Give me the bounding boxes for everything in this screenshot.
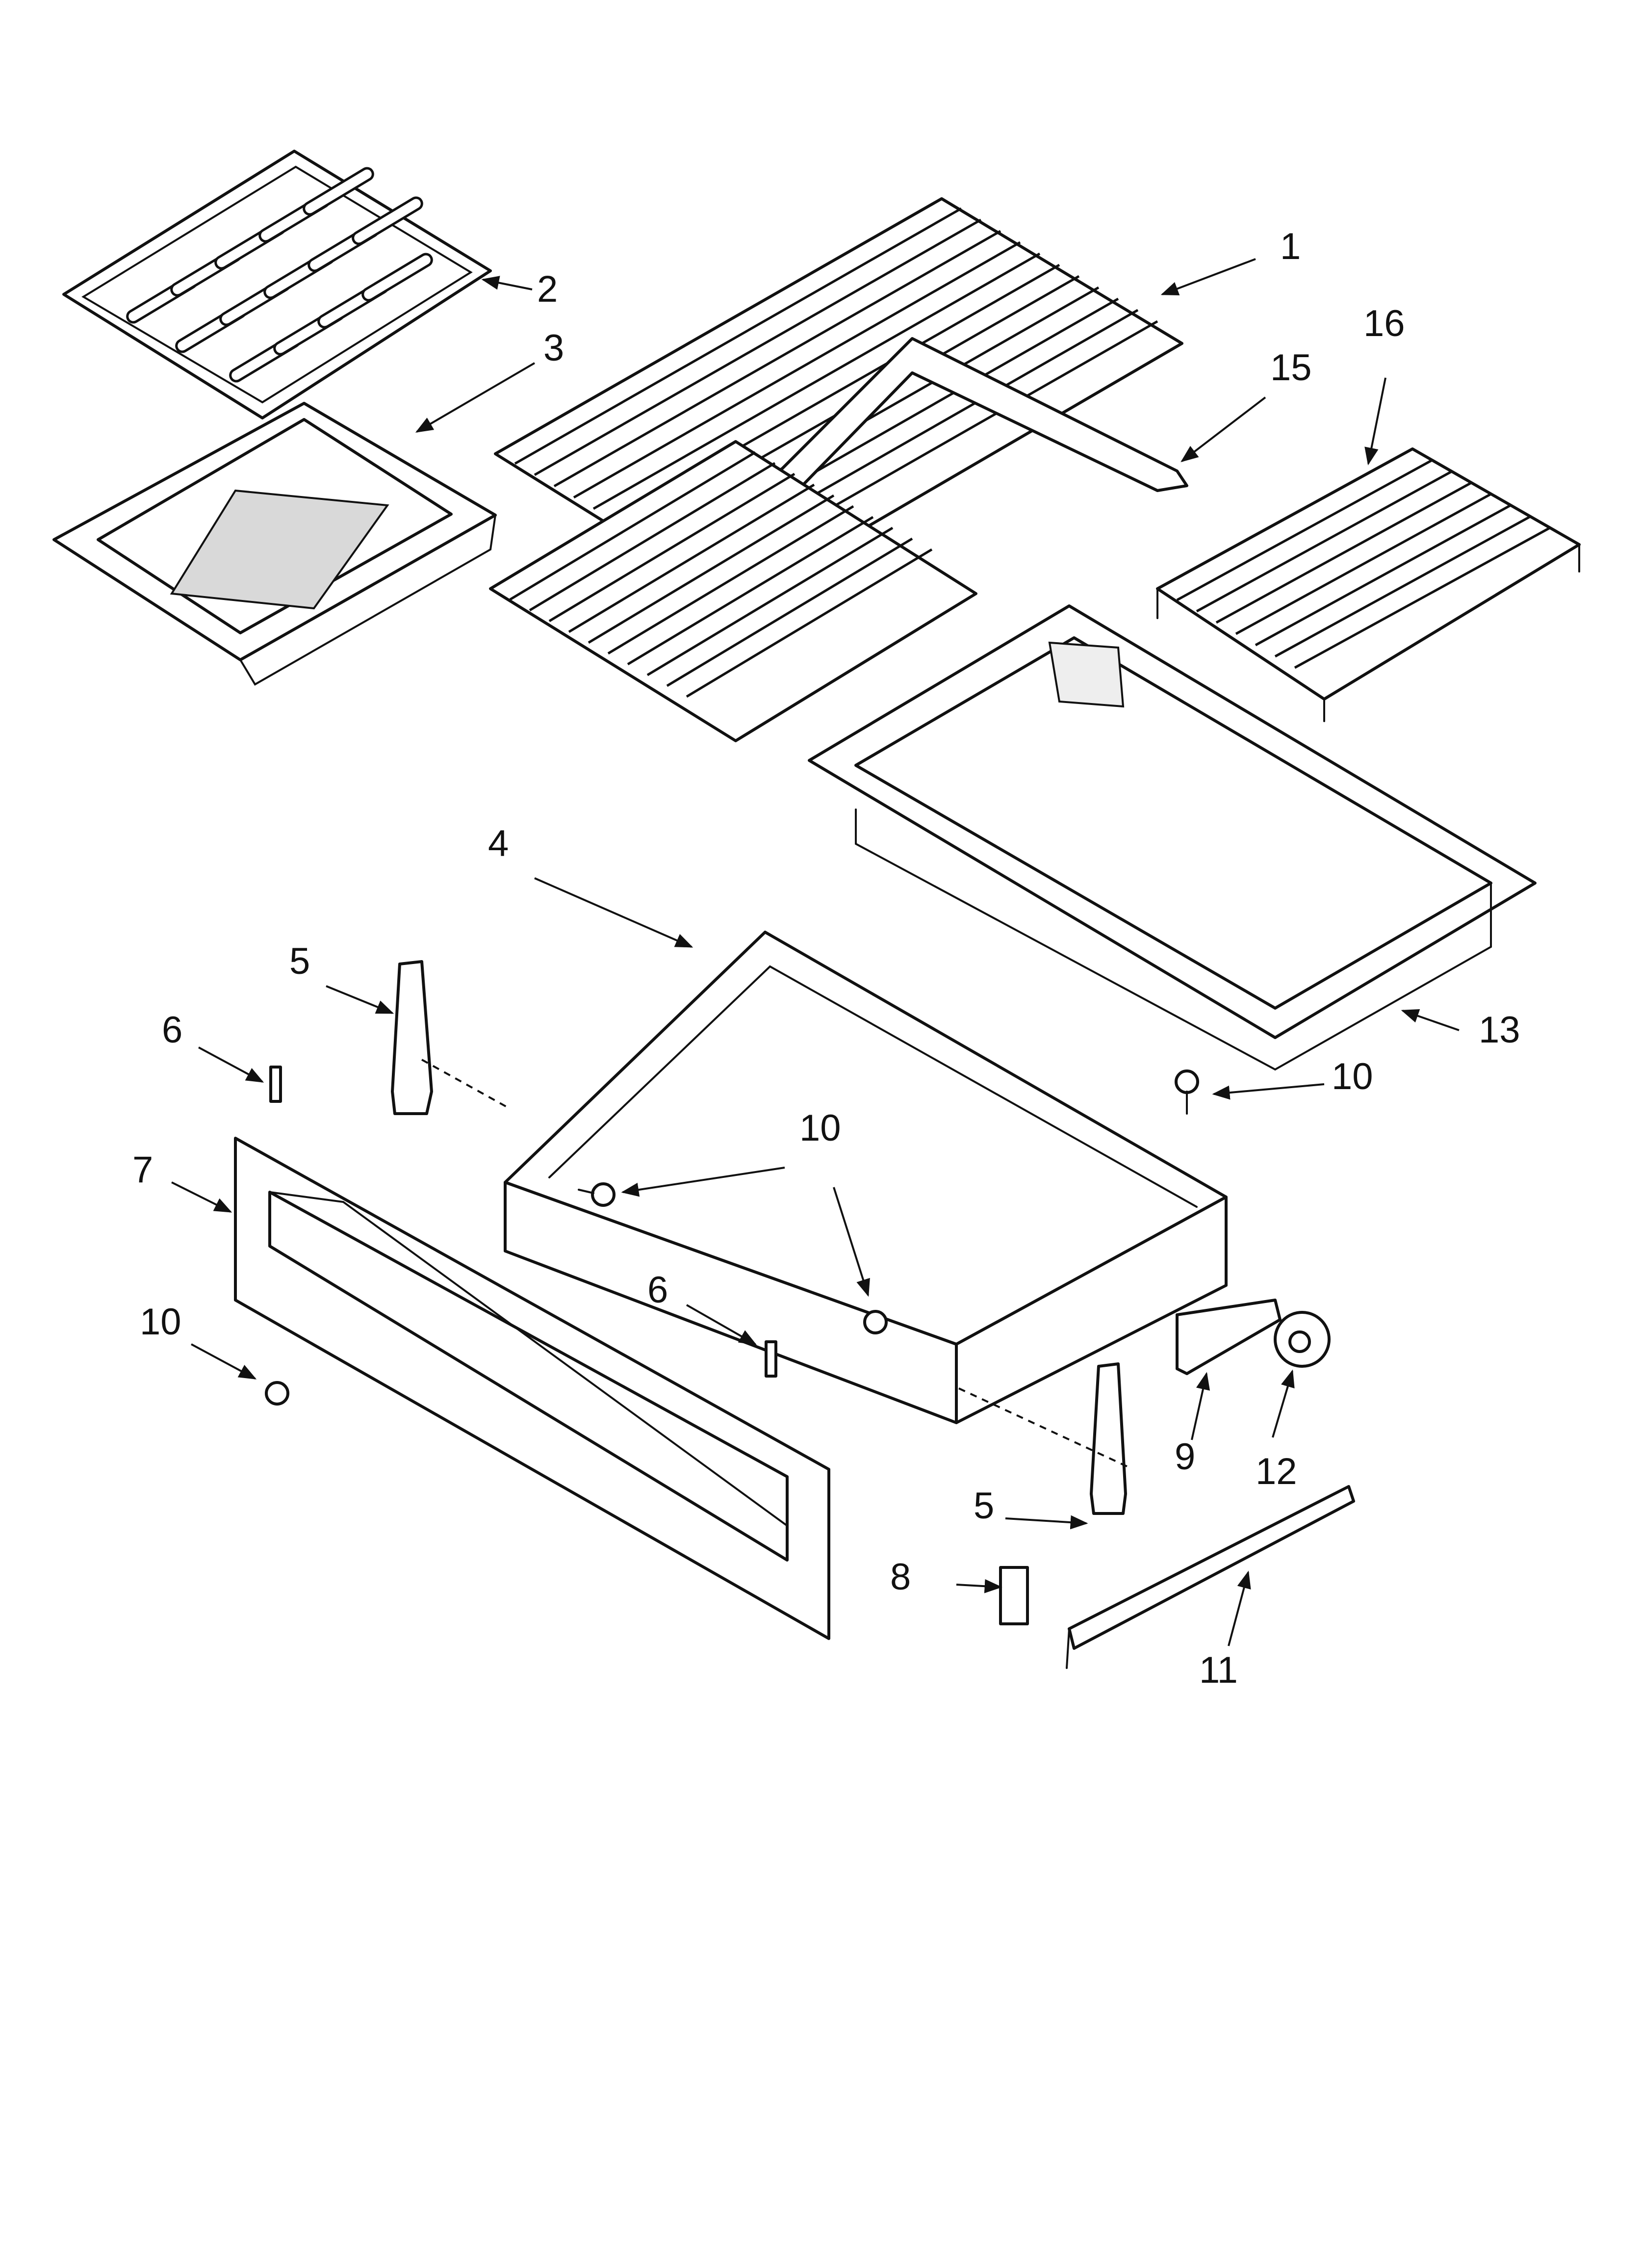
callout-3: 3 bbox=[543, 327, 564, 369]
drawer-slide-bracket-left bbox=[391, 960, 433, 1115]
callout-7: 7 bbox=[132, 1149, 153, 1191]
leader-lines bbox=[171, 258, 1460, 1646]
screw-drawer-left bbox=[578, 1182, 616, 1207]
pin-left bbox=[269, 1066, 282, 1103]
wire-rack-small bbox=[1156, 447, 1581, 722]
drawer-front-panel bbox=[234, 1137, 830, 1640]
broiler-pan-grid bbox=[62, 150, 492, 419]
callout-9: 9 bbox=[1175, 1436, 1195, 1478]
broiler-grid-slots bbox=[126, 167, 433, 383]
callout-4: 4 bbox=[488, 823, 509, 864]
callout-6-left: 6 bbox=[162, 1009, 182, 1051]
callout-12: 12 bbox=[1256, 1451, 1297, 1492]
storage-drawer-pan bbox=[808, 604, 1537, 1071]
callout-1: 1 bbox=[1280, 226, 1301, 267]
drawer-body bbox=[504, 931, 1228, 1424]
callout-labels: 1 2 3 4 5 5 6 6 7 8 9 10 10 10 11 12 13 … bbox=[132, 226, 1520, 1691]
screw-panel bbox=[265, 1381, 289, 1406]
callout-2: 2 bbox=[537, 268, 558, 310]
callout-10-middle: 10 bbox=[799, 1107, 841, 1149]
callout-16: 16 bbox=[1363, 303, 1405, 344]
screw-drawer-back bbox=[1175, 1069, 1199, 1115]
callout-5-lower: 5 bbox=[974, 1485, 994, 1527]
drawer-rail bbox=[1066, 1485, 1355, 1669]
bracket-alignment-line-left bbox=[421, 1059, 511, 1110]
callout-13: 13 bbox=[1479, 1009, 1520, 1051]
oven-rack-lower bbox=[489, 440, 977, 742]
clip bbox=[999, 1566, 1029, 1625]
callout-11: 11 bbox=[1199, 1649, 1238, 1691]
callout-10-back: 10 bbox=[1332, 1056, 1373, 1097]
callout-6-right: 6 bbox=[647, 1269, 668, 1311]
roller-wheel bbox=[1274, 1311, 1331, 1368]
bracket-alignment-line-right bbox=[958, 1387, 1129, 1468]
callout-10-left: 10 bbox=[140, 1301, 181, 1343]
callout-5-upper: 5 bbox=[289, 940, 310, 982]
drawer-slide-bracket-right bbox=[1090, 1362, 1127, 1515]
screw-drawer-front bbox=[863, 1310, 888, 1334]
callout-15: 15 bbox=[1270, 347, 1312, 389]
broiler-pan bbox=[52, 402, 497, 686]
callout-8: 8 bbox=[890, 1556, 911, 1598]
pin-right bbox=[765, 1340, 777, 1378]
mounting-bracket bbox=[1176, 1299, 1282, 1375]
